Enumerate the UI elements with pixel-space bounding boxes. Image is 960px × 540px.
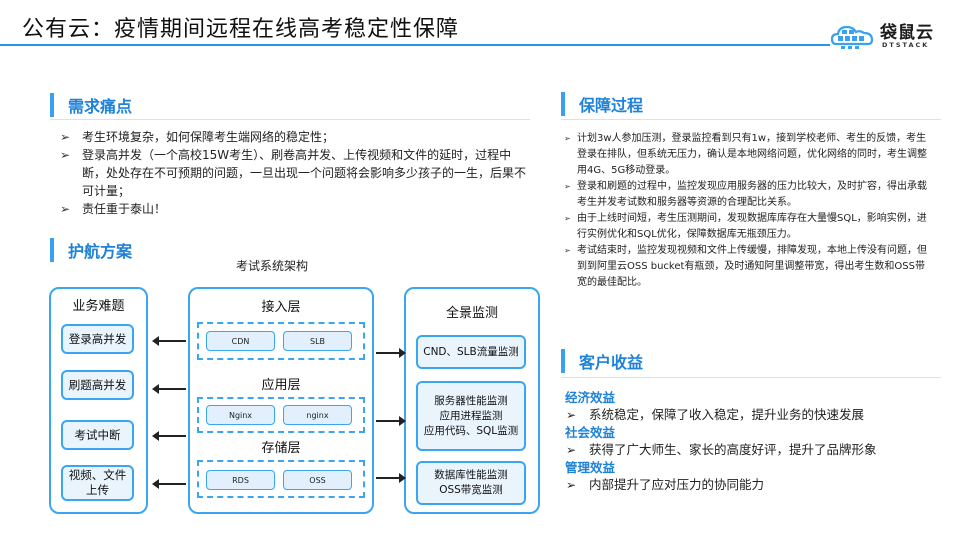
panel-title: 业务难题 [72,299,125,314]
list-item: 责任重于泰山！ [58,200,528,218]
arrow-left [152,431,186,441]
monitoring-panel: 全景监测 CND、SLB流量监测 服务器性能监测 应用进程监测 应用代码、SQL… [404,287,540,514]
list-item: 登录高并发（一个高校15W考生）、刷卷高并发、上传视频和文件的延时，过程中断，处… [58,146,528,200]
list-item: 考生环境复杂，如何保障考生端网络的稳定性； [58,128,528,146]
problem-item: 刷题高并发 [61,370,134,400]
arrow-left [152,384,186,394]
architecture-panel: 接入层 CDN SLB 应用层 Nginx nginx 存储层 RDS OSS [188,287,374,514]
benefits-list: 经济效益 系统稳定，保障了收入稳定，提升业务的快速发展 社会效益 获得了广大师生… [565,389,945,494]
problem-item: 考试中断 [61,420,134,450]
section-title: 需求痛点 [68,97,133,116]
arrow-right [376,348,406,358]
section-bar [50,93,54,117]
layer-tag: nginx [283,405,352,425]
layer-tag: Nginx [206,405,275,425]
benefit-head: 管理效益 [565,460,616,475]
process-list: 计划3w人参加压测，登录监控看到只有1w，接到学校老师、考生的反馈，考生登录在排… [563,131,933,291]
architecture-caption: 考试系统架构 [236,259,309,273]
list-item: 考试结束时，监控发现视频和文件上传缓慢，排障发现，本地上传没有问题，但到到阿里云… [563,243,933,291]
layer-title: 应用层 [261,378,301,393]
problem-item: 登录高并发 [61,324,134,354]
section-bar [561,92,565,116]
benefit-head: 社会效益 [565,425,616,440]
layer-tag: OSS [283,470,352,490]
page-title: 公有云：疫情期间远程在线高考稳定性保障 [22,17,460,42]
monitor-item: CND、SLB流量监测 [416,335,526,369]
benefit-head: 经济效益 [565,390,616,405]
problem-item: 视频、文件上传 [61,465,134,501]
arrow-left [152,336,186,346]
benefit-item: 系统稳定，保障了收入稳定，提升业务的快速发展 [565,406,945,424]
process-heading: 保障过程 [561,91,643,117]
list-item: 计划3w人参加压测，登录监控看到只有1w，接到学校老师、考生的反馈，考生登录在排… [563,131,933,179]
section-title: 客户收益 [579,353,644,372]
application-layer-box: Nginx nginx [197,397,365,433]
pain-points-list: 考生环境复杂，如何保障考生端网络的稳定性； 登录高并发（一个高校15W考生）、刷… [58,128,528,218]
section-bar [561,349,565,373]
benefits-heading: 客户收益 [561,348,643,374]
access-layer-box: CDN SLB [197,322,365,360]
solution-heading: 护航方案 [50,237,132,263]
section-bar [50,238,54,262]
storage-layer-box: RDS OSS [197,460,365,498]
layer-title: 存储层 [261,441,301,456]
section-rule [561,119,941,120]
business-problems-panel: 业务难题 登录高并发 刷题高并发 考试中断 视频、文件上传 [49,287,148,514]
list-item: 登录和刷题的过程中，监控发现应用服务器的压力比较大，及时扩容，得出承载考生并发考… [563,179,933,211]
arrow-right [376,416,406,426]
brand-logo: 袋鼠云 DTSTACK [830,18,950,54]
layer-tag: RDS [206,470,275,490]
title-rule [0,44,830,46]
section-title: 保障过程 [579,96,644,115]
cloud-logo-icon [830,25,874,49]
section-rule [50,119,530,120]
list-item: 由于上线时间短，考生压测期间，发现数据库库存在大量慢SQL，影响实例，进行实例优… [563,211,933,243]
layer-tag: SLB [283,331,352,351]
logo-subtitle: DTSTACK [882,41,930,49]
pain-points-heading: 需求痛点 [50,92,132,118]
section-rule [561,377,941,378]
panel-title: 全景监测 [445,306,498,321]
monitor-item: 服务器性能监测 应用进程监测 应用代码、SQL监测 [416,381,526,451]
logo-name: 袋鼠云 [880,23,934,43]
layer-tag: CDN [206,331,275,351]
section-title: 护航方案 [68,242,133,261]
monitor-item: 数据库性能监测 OSS带宽监测 [416,461,526,505]
benefit-item: 内部提升了应对压力的协同能力 [565,476,945,494]
layer-title: 接入层 [261,300,301,315]
benefit-item: 获得了广大师生、家长的高度好评，提升了品牌形象 [565,441,945,459]
arrow-right [376,473,406,483]
arrow-left [152,479,186,489]
